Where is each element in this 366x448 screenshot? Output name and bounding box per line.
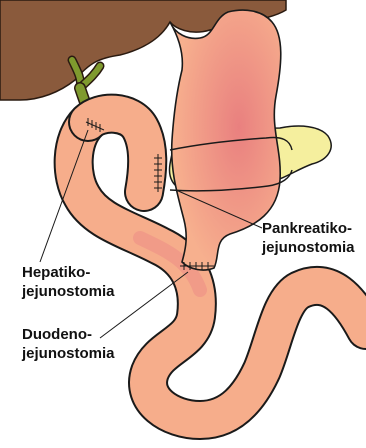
label-hepatiko-line2: jejunostomia [22, 282, 115, 301]
label-duodenojejunostomia: Duodeno- jejunostomia [22, 325, 115, 363]
jejunal-hook [88, 114, 147, 192]
label-pankreatikojejunostomia: Pankreatiko- jejunostomia [262, 219, 355, 257]
label-hepatiko-line1: Hepatiko- [22, 263, 115, 282]
label-hepatikojejunostomia: Hepatiko- jejunostomia [22, 263, 115, 301]
label-pankreatiko-line2: jejunostomia [262, 238, 355, 257]
label-pankreatiko-line1: Pankreatiko- [262, 219, 355, 238]
label-duodeno-line2: jejunostomia [22, 344, 115, 363]
label-duodeno-line1: Duodeno- [22, 325, 115, 344]
